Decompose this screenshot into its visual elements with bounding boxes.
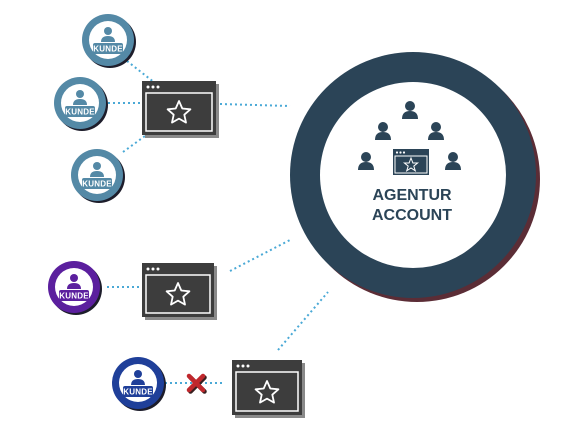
- agency-window-icon: [393, 149, 429, 175]
- customer-node-5: KUNDE: [112, 357, 166, 411]
- connector-window-3-agency: [277, 291, 329, 351]
- customer-node-3: KUNDE: [71, 149, 125, 203]
- person-icon: [375, 122, 391, 140]
- browser-window-1: [142, 81, 219, 138]
- person-icon: [402, 101, 418, 119]
- window-frame: [232, 360, 302, 415]
- agency-title-line2: ACCOUNT: [372, 207, 452, 224]
- customer-label: KUNDE: [65, 108, 95, 117]
- customer-node-2: KUNDE: [54, 77, 108, 131]
- customer-label: KUNDE: [123, 388, 153, 397]
- agency-account-node: AGENTUR ACCOUNT: [290, 52, 540, 302]
- connector-customer-3: [122, 127, 157, 153]
- x-mark-icon: [186, 373, 207, 394]
- connector-window-1-agency: [219, 103, 291, 107]
- star-icon: [165, 282, 191, 306]
- person-icon: [101, 27, 115, 42]
- customer-label: KUNDE: [93, 45, 123, 54]
- window-frame: [142, 81, 216, 135]
- person-icon: [73, 90, 87, 105]
- customer-label: KUNDE: [59, 292, 89, 301]
- person-icon: [358, 152, 374, 170]
- customer-label: KUNDE: [82, 180, 112, 189]
- person-icon: [131, 370, 145, 385]
- customer-node-4: KUNDE: [48, 261, 102, 315]
- star-icon: [166, 100, 192, 124]
- window-frame: [142, 263, 214, 317]
- agency-people-icons: [358, 101, 461, 170]
- browser-window-3: [232, 360, 305, 418]
- customer-node-1: KUNDE: [82, 14, 136, 68]
- agency-title-line1: AGENTUR: [372, 187, 452, 204]
- person-icon: [90, 162, 104, 177]
- person-icon: [67, 274, 81, 289]
- connector-window-2-agency: [229, 239, 291, 272]
- person-icon: [428, 122, 444, 140]
- star-icon: [254, 380, 280, 404]
- browser-window-2: [142, 263, 217, 320]
- person-icon: [445, 152, 461, 170]
- connector-customer-1: [126, 60, 156, 84]
- star-icon: [402, 156, 420, 172]
